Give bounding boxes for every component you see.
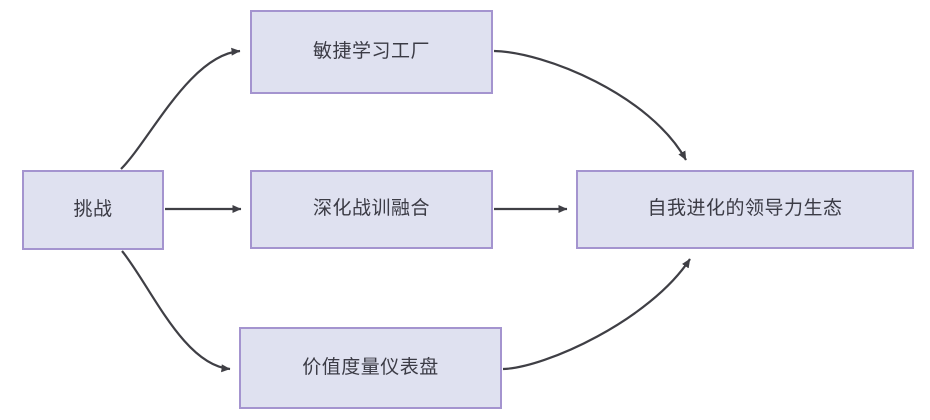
node-self-evolving-leadership-ecosystem[interactable]: 自我进化的领导力生态 [576,170,914,249]
edge-challenge-to-agile-factory [120,47,241,170]
edge-value-dashboard-to-leadership-eco [502,258,691,371]
node-value-measurement-dashboard[interactable]: 价值度量仪表盘 [239,327,502,409]
edge-challenge-to-value-dashboard [121,250,231,373]
node-deepen-training-integration[interactable]: 深化战训融合 [250,170,493,249]
node-challenge[interactable]: 挑战 [22,170,164,250]
node-deepen-training-integration-label: 深化战训融合 [312,198,430,220]
node-agile-learning-factory[interactable]: 敏捷学习工厂 [250,10,493,94]
node-self-evolving-leadership-ecosystem-label: 自我进化的领导力生态 [647,198,843,220]
node-challenge-label: 挑战 [73,198,113,220]
node-agile-learning-factory-label: 敏捷学习工厂 [312,40,430,62]
edge-agile-factory-to-leadership-eco [493,49,687,161]
node-value-measurement-dashboard-label: 价值度量仪表盘 [302,356,439,378]
